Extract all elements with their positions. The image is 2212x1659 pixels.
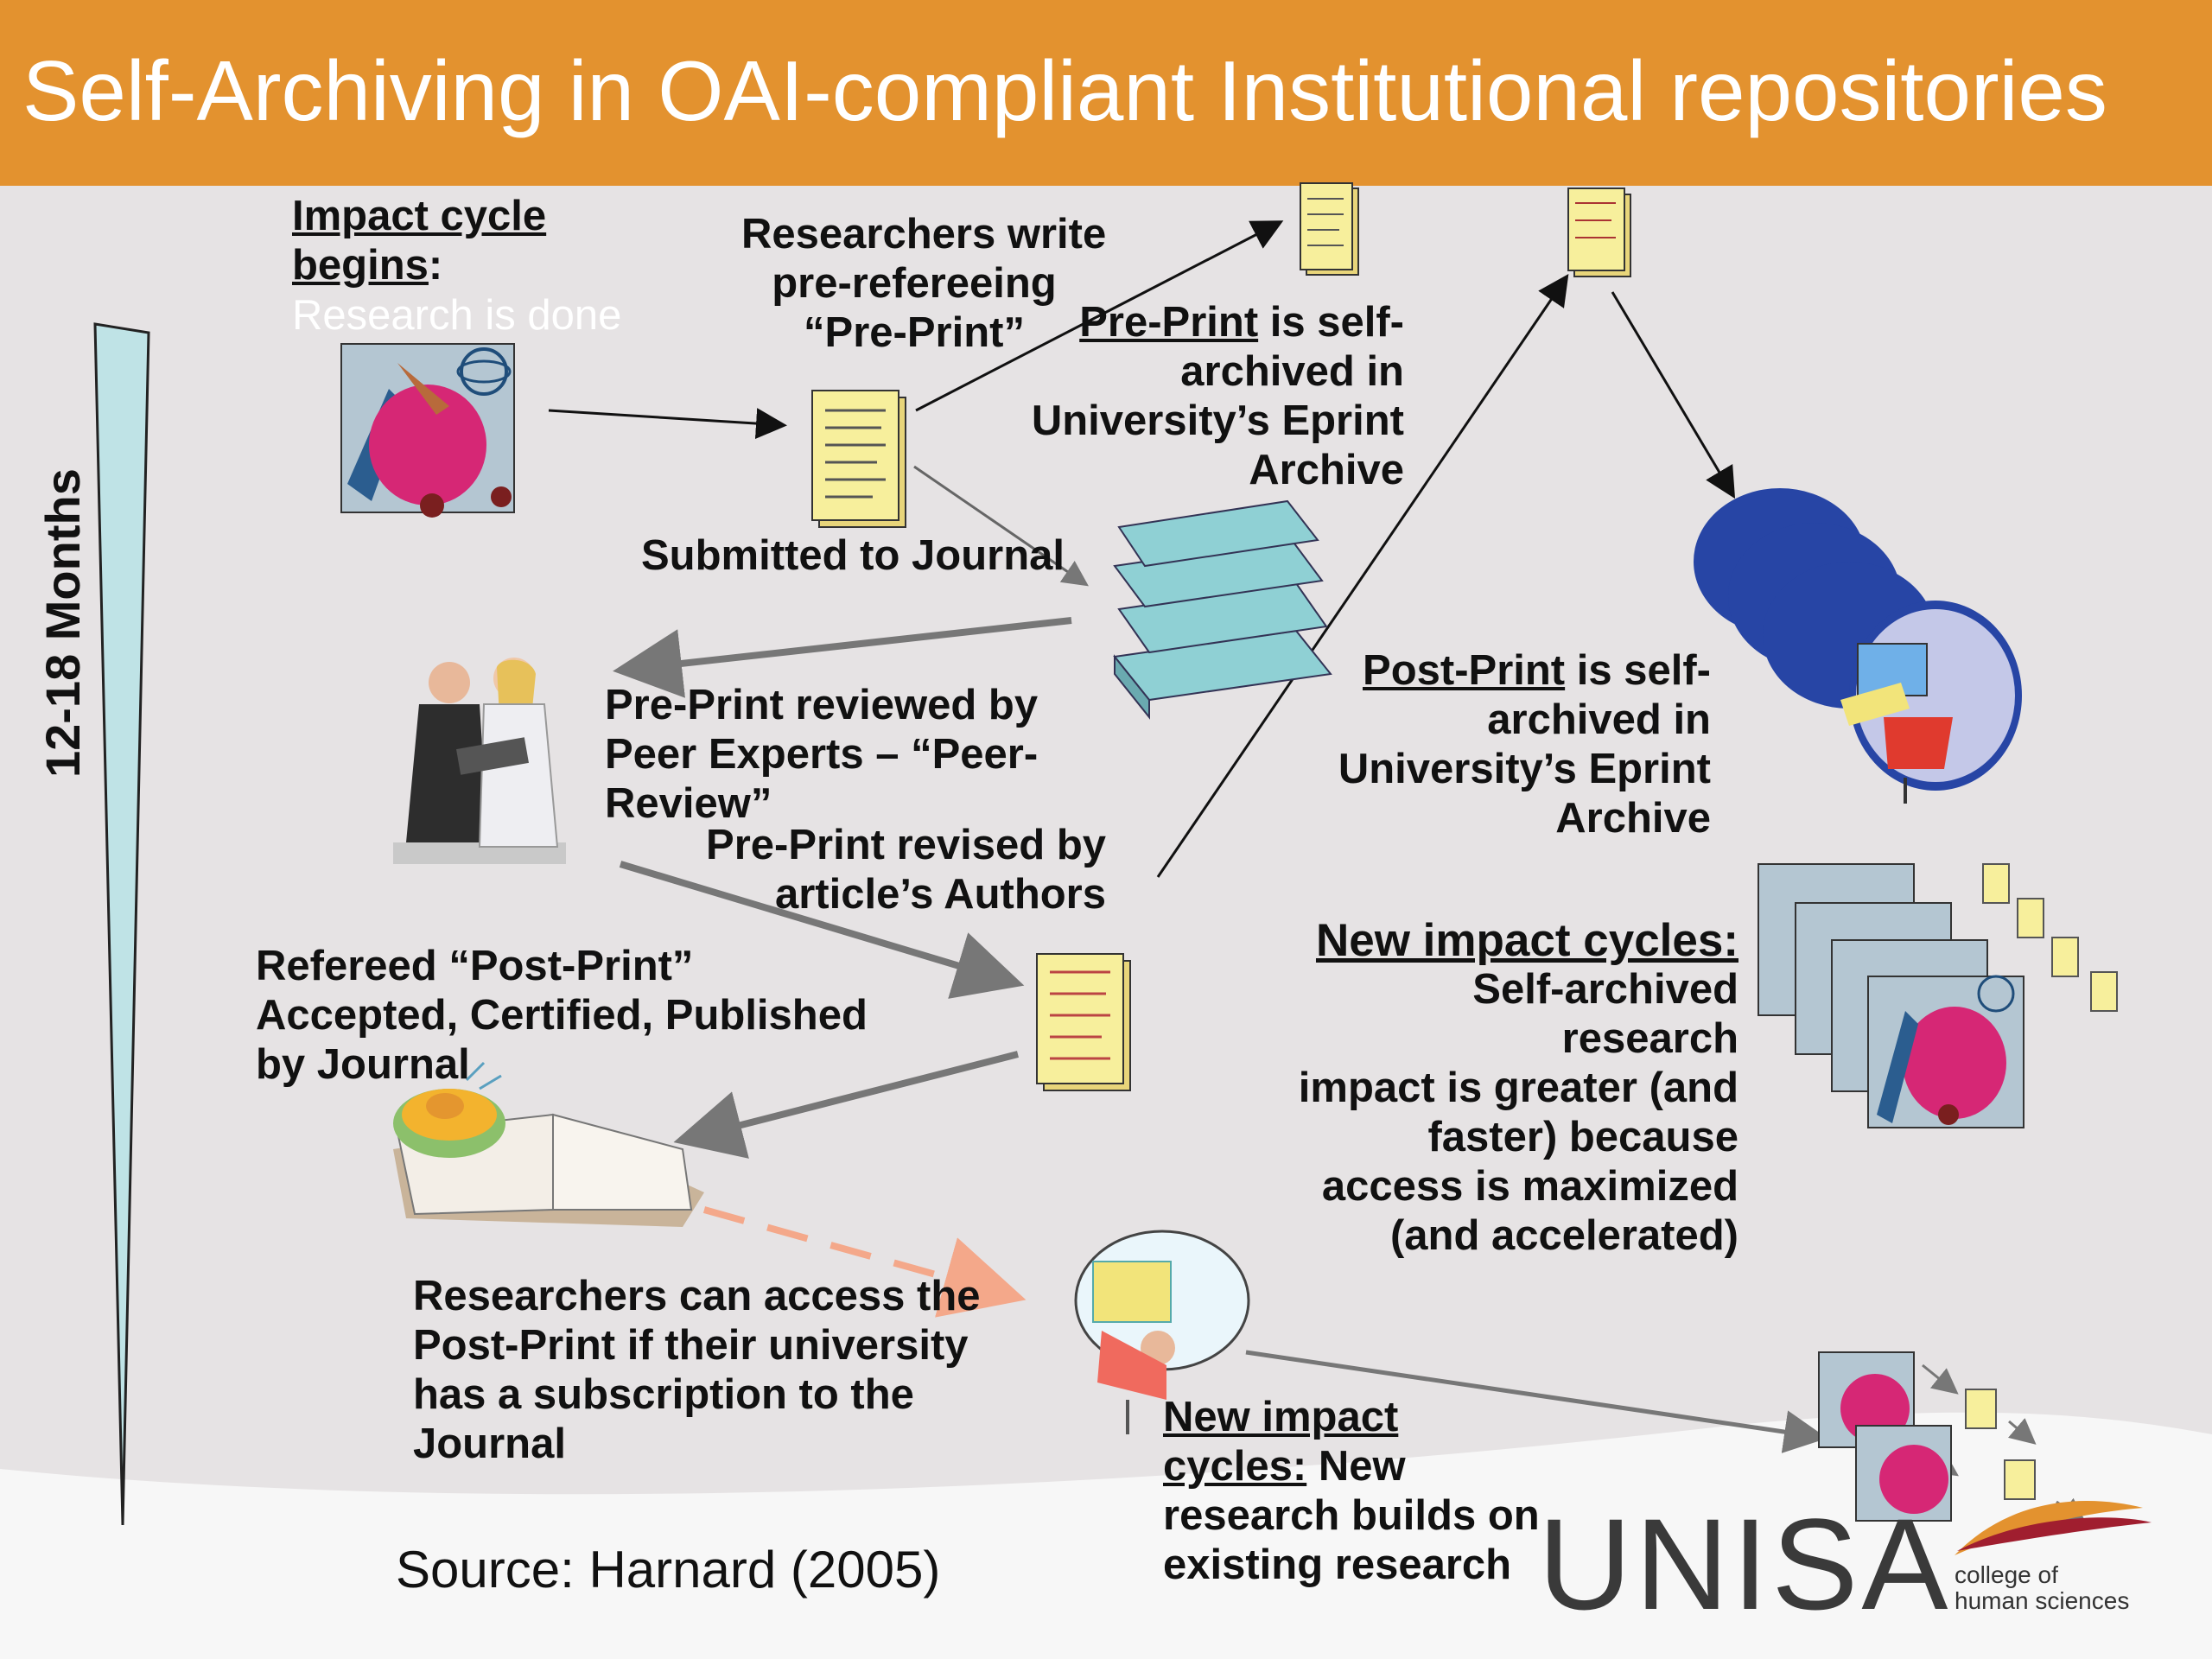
researchers-access-text: Researchers can access the Post-Print if… [413,1272,981,1469]
preprint-archived-line1: Pre-Print is self- [1011,298,1404,347]
preprint-archived-line: University’s Eprint [1031,397,1404,444]
preprint-term: Pre-Print [1079,299,1259,346]
new-impact-line: (and accelerated) [1389,1212,1738,1259]
new-impact-bottom-rest: New [1306,1443,1406,1490]
college-line: human sciences [1955,1587,2130,1614]
new-impact-bottom-heading2: cycles: [1163,1443,1307,1490]
new-impact-bottom-heading1: New impact [1163,1394,1399,1440]
submitted-to-journal: Submitted to Journal [641,532,1065,579]
college-line: college of [1955,1561,2058,1588]
new-impact-heading: New impact cycles: [1315,915,1738,966]
new-impact-bottom: New impact cycles: New research builds o… [1163,1393,1540,1590]
new-impact-block: New impact cycles: Self-archived researc… [1253,916,1738,1261]
researchers-write: Researchers write pre-refereeing “Pre-Pr… [741,210,1107,358]
revised-line: article’s Authors [774,871,1106,918]
peer-review-line: Peer Experts – “Peer- [605,731,1039,778]
preprint-line1-rest: is self- [1258,299,1404,346]
impact-heading-colon: : [428,242,443,289]
impact-heading-line2: begins: [292,241,442,290]
refereed-line: by Journal [256,1041,470,1088]
refereed-line: Accepted, Certified, Published [256,992,868,1039]
preprint-archived-line: archived in [1180,348,1404,395]
peer-review-text: Pre-Print reviewed by Peer Experts – “Pe… [605,681,1038,829]
impact-subtitle: Research is done [292,292,622,339]
new-impact-line: Self-archived [1472,966,1738,1013]
postprint-archived-line1: Post-Print is self- [1279,646,1711,696]
peer-review-line: Pre-Print reviewed by [605,682,1039,728]
researchers-write-line: “Pre-Print” [804,309,1025,356]
page-title: Self-Archiving in OAI-compliant Institut… [22,43,2107,138]
preprint-archived: Pre-Print is self- archived in Universit… [1011,298,1404,495]
new-impact-bottom-line2: cycles: New [1163,1442,1540,1491]
impact-heading-line1: Impact cycle [292,193,547,239]
new-impact-line: access is maximized [1321,1163,1738,1210]
new-impact-line: impact is greater (and [1298,1065,1738,1111]
new-impact-line: research [1561,1015,1738,1062]
college-name: college of human sciences [1955,1562,2129,1614]
postprint-line1-rest: is self- [1565,647,1711,694]
postprint-term: Post-Print [1363,647,1566,694]
refereed-line: Refereed “Post-Print” [256,943,694,989]
new-impact-bottom-line: existing research [1163,1541,1512,1588]
refereed-text: Refereed “Post-Print” Accepted, Certifie… [256,942,868,1090]
new-impact-bottom-line: research builds on [1163,1492,1540,1539]
new-impact-line: faster) because [1427,1114,1738,1160]
researchers-access-line: has a subscription to the [413,1371,914,1418]
revised-text: Pre-Print revised by article’s Authors [674,821,1106,919]
researchers-access-line: Researchers can access the [413,1273,981,1319]
postprint-archived-line: University’s Eprint [1338,746,1711,792]
impact-heading-begins: begins [292,242,429,289]
researchers-write-line: Researchers write [741,211,1107,257]
researchers-write-line: pre-refereeing [772,260,1057,307]
source-citation: Source: Harnard (2005) [396,1541,941,1599]
researchers-access-line: Journal [413,1421,566,1467]
preprint-archived-line: Archive [1249,447,1404,493]
postprint-archived: Post-Print is self- archived in Universi… [1279,646,1711,843]
peer-review-line: Review” [605,780,772,827]
revised-line: Pre-Print revised by [706,822,1106,868]
researchers-access-line: Post-Print if their university [413,1322,969,1369]
postprint-archived-line: archived in [1487,696,1711,743]
postprint-archived-line: Archive [1555,795,1711,842]
title-banner: Self-Archiving in OAI-compliant Institut… [0,0,2212,186]
unisa-logo: UNISA [1538,1491,1952,1637]
